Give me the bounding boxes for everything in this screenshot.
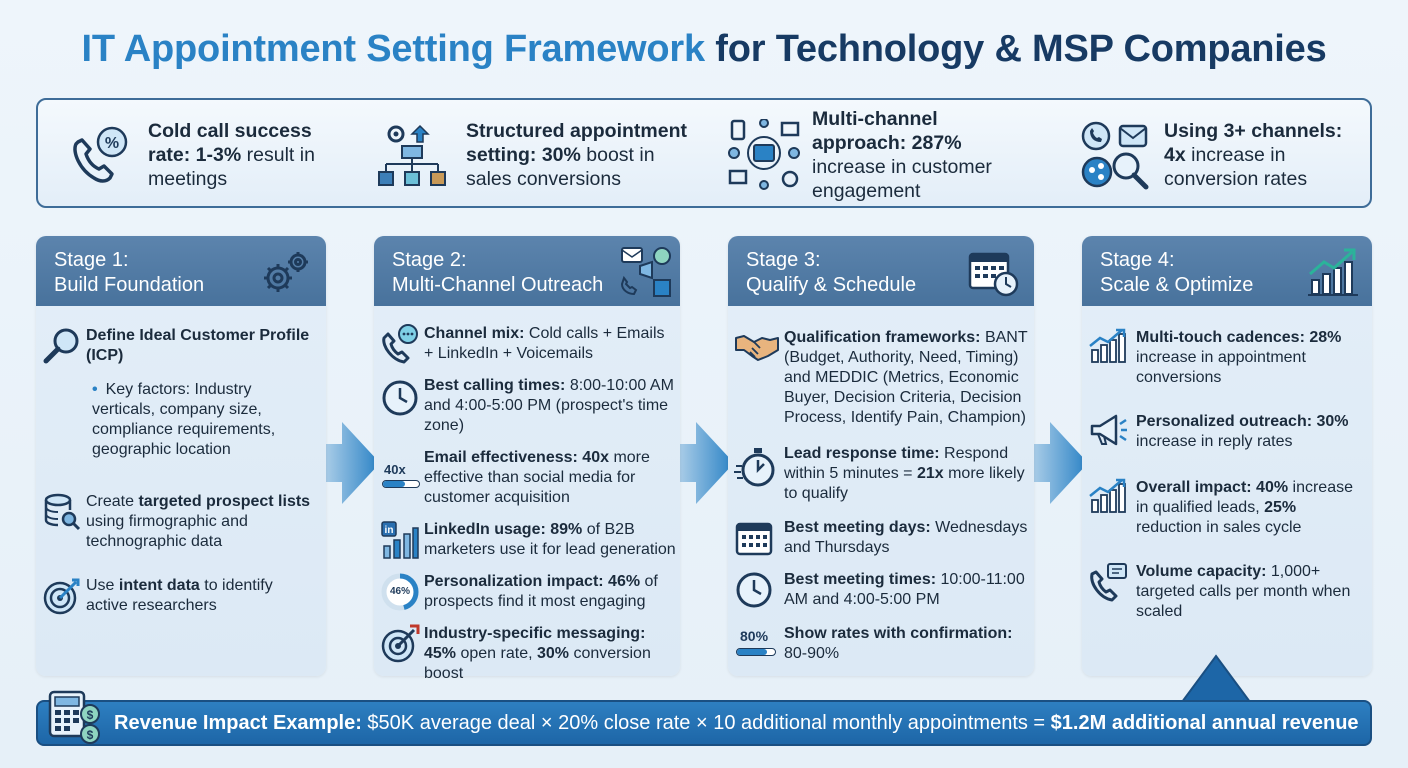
stat-multichannel: Multi-channel approach: 287% increase in… — [728, 100, 1048, 210]
phone-chat-icon — [1090, 563, 1127, 602]
stage-4-item-volume: Volume capacity: 1,000+ targeted calls p… — [1088, 562, 1366, 622]
stage-2-item-personalization: 46% Personalization impact: 46% of prosp… — [380, 572, 676, 612]
stage-4-title: Stage 4: — [1100, 249, 1175, 271]
stage-2-title: Stage 2: — [392, 249, 467, 271]
linkedin-chart-icon: in — [381, 521, 419, 559]
stage-arrow-2 — [652, 422, 734, 504]
stat-cold-call-text: Cold call success rate: 1-3% result in m… — [148, 120, 315, 190]
revenue-impact-result: $1.2M additional annual revenue — [1050, 711, 1359, 734]
revenue-impact-formula: $50K average deal × 20% close rate × 10 … — [361, 711, 1051, 734]
svg-text:%: % — [105, 135, 119, 152]
stopwatch-icon — [734, 448, 775, 487]
stage-2-item-calling-times: Best calling times: 8:00-10:00 AM and 4:… — [380, 376, 676, 436]
phone-chat-icon — [382, 324, 418, 364]
stage-4-pointer — [1180, 654, 1252, 703]
stage-3-subtitle: Qualify & Schedule — [746, 274, 917, 296]
calendar-icon — [735, 522, 773, 556]
handshake-icon — [735, 335, 779, 361]
stage-3-item-meeting-days: Best meeting days: Wednesdays and Thursd… — [734, 518, 1028, 558]
org-chart-gear-icon — [378, 124, 446, 186]
stage-4-subtitle: Scale & Optimize — [1100, 274, 1254, 296]
gears-icon — [264, 252, 308, 292]
title-part-2: for Technology & MSP Companies — [715, 28, 1327, 70]
stage-3-item-frameworks: Qualification frameworks: BANT (Budget, … — [734, 328, 1028, 428]
stage-1-item-icp: Define Ideal Customer Profile (ICP) — [42, 326, 314, 366]
stat-structured-text: Structured appointment setting: 30% boos… — [466, 120, 688, 190]
stage-2-header: Stage 2: Multi-Channel Outreach — [374, 236, 680, 306]
bar-growth-icon — [1089, 328, 1126, 363]
stage-1-card: Stage 1: Build Foundation Define Ideal C… — [36, 236, 326, 676]
show-rate-progress-bar — [736, 648, 776, 656]
stage-4-header: Stage 4: Scale & Optimize — [1082, 236, 1372, 306]
stage-arrow-1 — [298, 422, 380, 504]
stage-1-item-intent-data: Use intent data to identify active resea… — [42, 576, 314, 616]
phone-percent-icon: % — [73, 126, 128, 183]
stage-2-item-channel-mix: Channel mix: Cold calls + Emails + Linke… — [380, 324, 676, 364]
stage-2-card: Stage 2: Multi-Channel Outreach Channel … — [374, 236, 680, 682]
stage-4-item-overall-impact: Overall impact: 40% increase in qualifie… — [1088, 478, 1366, 538]
megaphone-icon — [1090, 414, 1127, 446]
stat-cold-call: % Cold call success rate: 1-3% result in… — [66, 100, 366, 210]
target-icon — [43, 578, 80, 615]
stage-2-subtitle: Multi-Channel Outreach — [392, 274, 604, 296]
bar-growth-icon — [1089, 478, 1126, 513]
outreach-channels-icon — [620, 247, 671, 297]
stage-1-subtitle: Build Foundation — [54, 274, 205, 296]
revenue-impact-label: Revenue Impact Example: — [114, 711, 362, 734]
title-part-1: IT Appointment Setting Framework — [81, 28, 705, 70]
stage-1-bullet: •Key factors: Industry verticals, compan… — [92, 381, 276, 458]
stage-1-header: Stage 1: Build Foundation — [36, 236, 326, 306]
stat-three-channels: Using 3+ channels: 4x increase in conver… — [1080, 100, 1370, 210]
channels-search-icon — [1081, 121, 1149, 190]
stage-4-card: Stage 4: Scale & Optimize Multi-touch ca… — [1082, 236, 1372, 676]
growth-chart-icon — [1308, 248, 1358, 296]
email-progress-bar — [382, 480, 420, 488]
calculator-money-icon: $ $ — [48, 690, 100, 744]
show-rate-badge: 80% — [740, 628, 769, 644]
database-search-icon — [44, 493, 81, 531]
stage-3-header: Stage 3: Qualify & Schedule — [728, 236, 1034, 306]
magnifier-icon — [43, 328, 79, 364]
revenue-impact-bar: Revenue Impact Example: $50K average dea… — [36, 700, 1372, 746]
stage-1-item-prospect-lists: Create targeted prospect lists using fir… — [42, 492, 314, 552]
stage-4-item-personalized: Personalized outreach: 30% increase in r… — [1088, 412, 1366, 452]
target-arrow-icon — [381, 624, 420, 663]
clock-icon — [736, 572, 772, 608]
stage-3-item-meeting-times: Best meeting times: 10:00-11:00 AM and 4… — [734, 570, 1028, 610]
stage-3-item-response-time: Lead response time: Respond within 5 min… — [734, 444, 1028, 504]
stage-2-item-email: 40x Email effectiveness: 40x more effect… — [382, 449, 650, 506]
personalization-badge: 46% — [389, 586, 410, 597]
donut-46-icon — [381, 573, 419, 611]
clock-icon — [382, 380, 418, 416]
stage-4-item-multitouch: Multi-touch cadences: 28% increase in ap… — [1088, 328, 1366, 388]
stage-3-item-show-rates: 80% Show rates with confirmation: 80-90% — [734, 624, 1028, 664]
stage-1-title: Stage 1: — [54, 249, 129, 271]
svg-text:$: $ — [87, 728, 94, 742]
stage-3-title: Stage 3: — [746, 249, 821, 271]
stat-multichannel-text: Multi-channel approach: 287% increase in… — [812, 108, 992, 202]
stage-2-item-linkedin: in LinkedIn usage: 89% of B2B marketers … — [380, 520, 676, 560]
svg-text:in: in — [385, 525, 394, 536]
calendar-clock-icon — [968, 252, 1019, 297]
stats-bar: % Cold call success rate: 1-3% result in… — [36, 98, 1372, 208]
stage-3-card: Stage 3: Qualify & Schedule Qualificatio… — [728, 236, 1034, 676]
network-devices-icon — [728, 119, 800, 190]
stage-2-item-industry-messaging: Industry-specific messaging: 45% open ra… — [380, 624, 676, 684]
email-badge: 40x — [384, 462, 406, 477]
svg-text:$: $ — [87, 708, 94, 722]
stat-structured: Structured appointment setting: 30% boos… — [376, 100, 696, 210]
stat-three-channels-text: Using 3+ channels: 4x increase in conver… — [1164, 120, 1343, 190]
page-title: IT Appointment Setting Framework for Tec… — [0, 28, 1408, 71]
stage-arrow-3 — [1006, 422, 1088, 504]
